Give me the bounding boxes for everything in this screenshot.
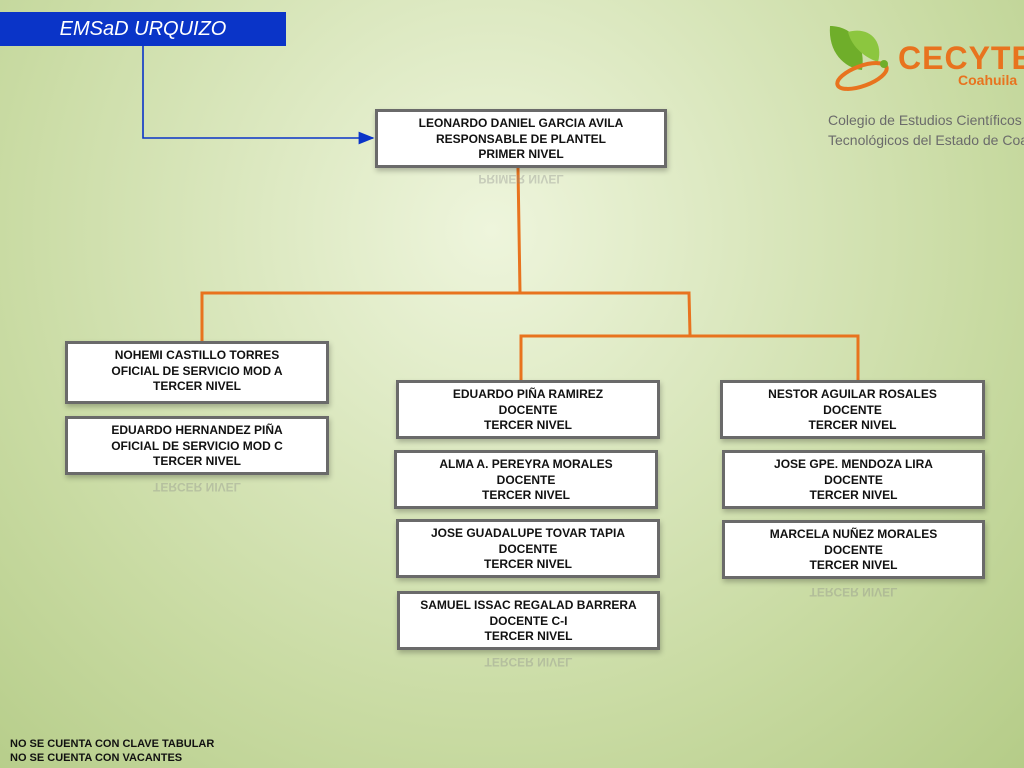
node-level: PRIMER NIVEL [478,147,564,161]
node-level: TERCER NIVEL [481,488,570,502]
node-name: SAMUEL ISSAC REGALAD BARRERA [420,598,637,612]
org-node-eduardo-pina: EDUARDO PIÑA RAMIREZ DOCENTE TERCER NIVE… [396,380,660,439]
logo-caption-line1: Colegio de Estudios Científicos y [828,112,1024,128]
footer-note-vacantes: NO SE CUENTA CON VACANTES [10,752,183,764]
root-reflection: PRIMER NIVEL [478,172,564,186]
title-arrow-connector [142,46,375,145]
logo-state: Coahuila [958,72,1018,88]
footer-notes: NO SE CUENTA CON CLAVE TABULAR NO SE CUE… [10,737,214,765]
left-reflection: TERCER NIVEL [152,480,241,494]
right-reflection: TERCER NIVEL [809,585,898,599]
root-trunk-connector [516,166,522,294]
logo-caption-line2: Tecnológicos del Estado de Coahuila [828,132,1024,148]
node-name: ALMA A. PEREYRA MORALES [439,457,613,471]
node-role: DOCENTE C-I [489,613,568,628]
org-node-jose-mendoza: JOSE GPE. MENDOZA LIRA DOCENTE TERCER NI… [722,450,985,509]
center-reflection: TERCER NIVEL [484,655,573,669]
node-role: DOCENTE [824,542,883,557]
node-name: EDUARDO PIÑA RAMIREZ [452,387,604,401]
site-title: EMSaD URQUIZO [0,12,286,46]
org-node-nestor: NESTOR AGUILAR ROSALES DOCENTE TERCER NI… [720,380,985,439]
node-role: DOCENTE [823,402,882,417]
node-role: OFICIAL DE SERVICIO MOD A [111,363,283,378]
node-name: NESTOR AGUILAR ROSALES [768,387,937,401]
node-role: DOCENTE [498,402,558,417]
node-role: DOCENTE [498,541,558,556]
cecyte-logo: CECYTE Coahuila Colegio de Estudios Cien… [822,18,1024,158]
footer-note-tabular: NO SE CUENTA CON CLAVE TABULAR [10,738,215,750]
node-role: DOCENTE [824,472,883,487]
node-level: TERCER NIVEL [484,629,573,643]
mid-drop-connector [687,291,692,336]
org-node-alma: ALMA A. PEREYRA MORALES DOCENTE TERCER N… [394,450,658,509]
node-role: DOCENTE [496,472,556,487]
node-role: RESPONSABLE DE PLANTEL [435,131,606,146]
node-name: MARCELA NUÑEZ MORALES [769,527,938,541]
org-node-nohemi: NOHEMI CASTILLO TORRES OFICIAL DE SERVIC… [65,341,329,404]
node-level: TERCER NIVEL [152,379,241,393]
org-node-eduardo-hernandez: EDUARDO HERNANDEZ PIÑA OFICIAL DE SERVIC… [65,416,329,475]
node-level: TERCER NIVEL [809,488,898,502]
node-level: TERCER NIVEL [483,418,572,432]
node-level: TERCER NIVEL [809,558,898,572]
node-level: TERCER NIVEL [808,418,897,432]
leaf-icon [829,26,889,91]
logo-wordmark: CECYTE [898,40,1024,76]
org-node-root: LEONARDO DANIEL GARCIA AVILA RESPONSABLE… [375,109,667,168]
node-name: EDUARDO HERNANDEZ PIÑA [111,423,283,437]
org-node-marcela: MARCELA NUÑEZ MORALES DOCENTE TERCER NIV… [722,520,985,579]
node-role: OFICIAL DE SERVICIO MOD C [111,438,283,453]
org-node-samuel: SAMUEL ISSAC REGALAD BARRERA DOCENTE C-I… [397,591,660,650]
node-name: JOSE GPE. MENDOZA LIRA [774,457,933,471]
node-name: NOHEMI CASTILLO TORRES [114,348,280,362]
org-node-jose-tovar: JOSE GUADALUPE TOVAR TAPIA DOCENTE TERCE… [396,519,660,578]
node-name: LEONARDO DANIEL GARCIA AVILA [418,116,624,130]
node-name: JOSE GUADALUPE TOVAR TAPIA [430,526,626,540]
node-level: TERCER NIVEL [152,454,241,468]
node-level: TERCER NIVEL [483,557,572,571]
